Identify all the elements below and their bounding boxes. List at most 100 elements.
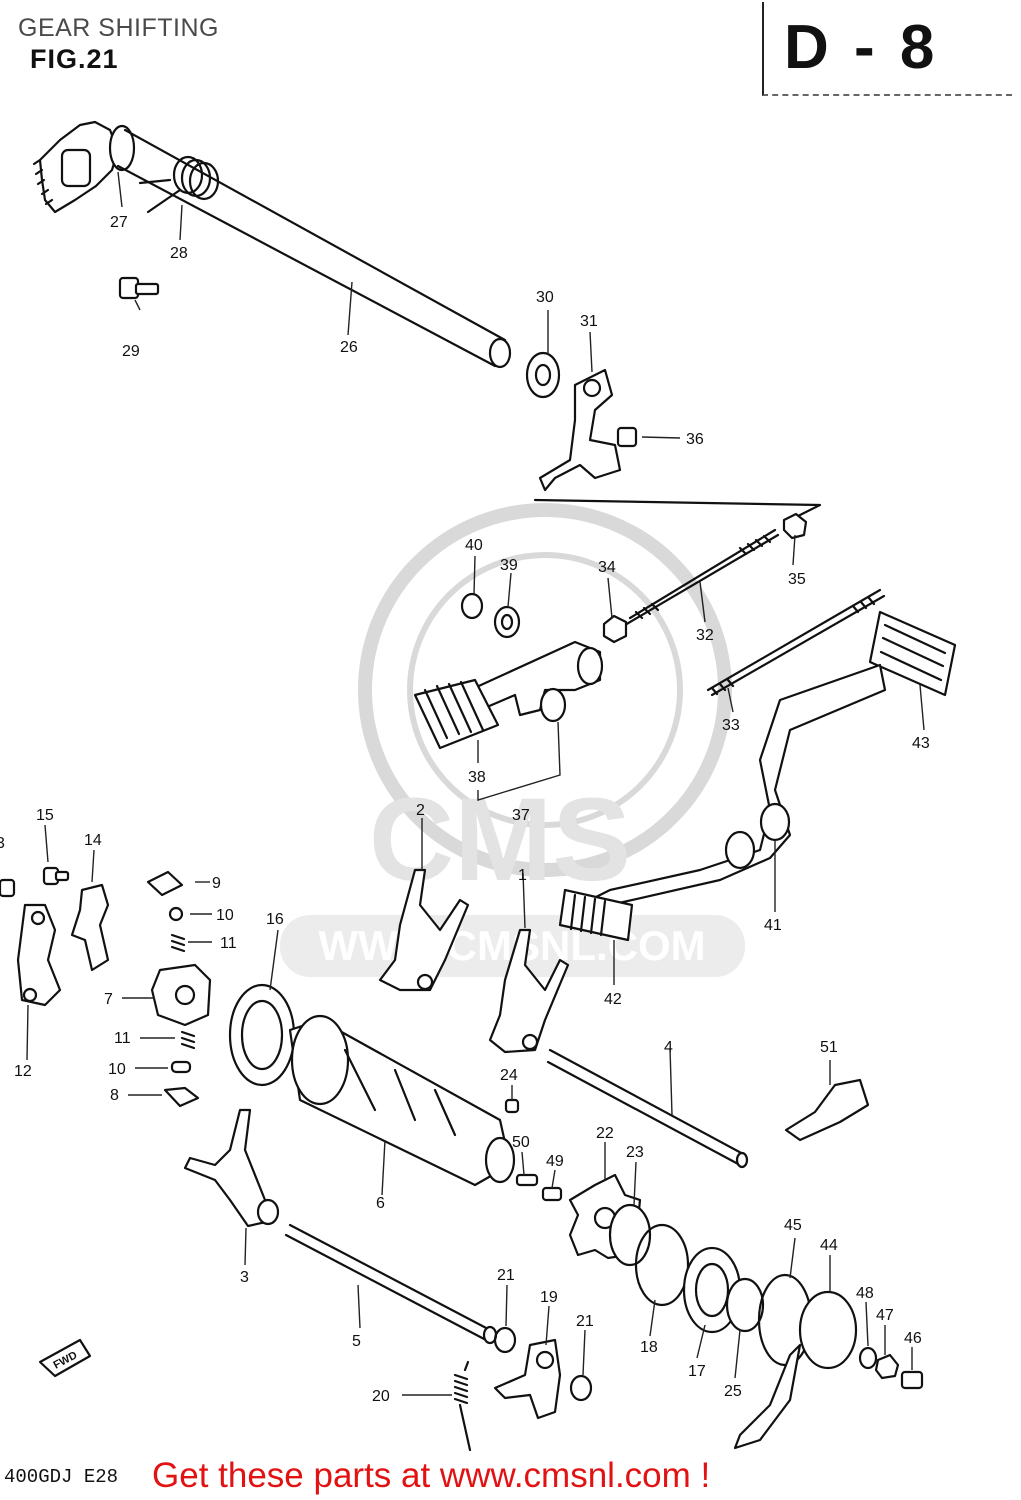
- part-43-brake-pedal[interactable]: [868, 610, 957, 697]
- part-48-washer[interactable]: [858, 1346, 878, 1370]
- part-11-spring[interactable]: [170, 933, 196, 1050]
- part-40-circlip[interactable]: [460, 592, 484, 620]
- page-code-box: [762, 2, 1012, 96]
- callout-10-upper: 10: [216, 907, 234, 924]
- callout-8: 8: [110, 1087, 119, 1104]
- callout-28: 28: [170, 245, 188, 262]
- part-37-gearshift-lever[interactable]: [468, 640, 604, 723]
- part-50-pin[interactable]: [515, 1173, 539, 1187]
- part-44-housing[interactable]: [733, 1290, 858, 1450]
- callout-49: 49: [546, 1153, 564, 1170]
- part-25-oil-seal[interactable]: [725, 1277, 765, 1333]
- callout-51: 51: [820, 1039, 838, 1056]
- model-code: 400GDJ E28: [4, 1466, 119, 1488]
- part-14-cam-stopper[interactable]: [70, 883, 110, 972]
- part-38-lever-rubber[interactable]: [413, 678, 500, 750]
- part-49-pin[interactable]: [541, 1186, 563, 1202]
- callout-35: 35: [788, 571, 806, 588]
- callout-27: 27: [110, 214, 128, 231]
- forward-arrow-icon: FWD: [38, 1338, 92, 1378]
- part-27-shift-arm[interactable]: [32, 120, 136, 214]
- part-3-screw[interactable]: [0, 878, 16, 898]
- page-code: D - 8: [784, 13, 939, 82]
- part-39-washer[interactable]: [493, 605, 521, 639]
- callout-labels: 27 28 29 26 30 31 36 40 39 34 32 35 33 4…: [0, 214, 930, 1405]
- callout-18: 18: [640, 1339, 658, 1356]
- callout-44: 44: [820, 1237, 838, 1254]
- part-46-bolt[interactable]: [900, 1370, 924, 1390]
- callout-5: 5: [352, 1333, 361, 1350]
- callout-20: 20: [372, 1388, 390, 1405]
- promo-link[interactable]: Get these parts at www.cmsnl.com !: [152, 1456, 711, 1495]
- figure-number: FIG.21: [30, 44, 119, 74]
- callout-32: 32: [696, 627, 714, 644]
- part-15-screw[interactable]: [42, 866, 70, 886]
- callout-4: 4: [664, 1039, 673, 1056]
- part-12-stopper-plate[interactable]: [16, 903, 62, 1007]
- part-47-nut[interactable]: [874, 1353, 900, 1380]
- callout-50: 50: [512, 1134, 530, 1151]
- part-32-shift-rod[interactable]: [623, 528, 780, 627]
- callout-31: 31: [580, 313, 598, 330]
- part-36-bolt[interactable]: [616, 426, 638, 448]
- callout-15: 15: [36, 807, 54, 824]
- part-23-collar[interactable]: [608, 1203, 652, 1267]
- callout-45: 45: [784, 1217, 802, 1234]
- callout-34: 34: [598, 559, 616, 576]
- callout-11-lower: 11: [114, 1030, 131, 1047]
- part-41-brake-lever[interactable]: [573, 663, 887, 917]
- part-31-gearshift-arm[interactable]: [538, 368, 622, 492]
- assembly-bracket-line: [533, 498, 822, 522]
- callout-38: 38: [468, 769, 486, 786]
- callout-10-lower: 10: [108, 1061, 126, 1078]
- part-42-pedal-rubber[interactable]: [558, 888, 634, 942]
- callout-17: 17: [688, 1363, 706, 1380]
- part-4-fork-shaft[interactable]: [546, 1048, 749, 1169]
- part-34-nut[interactable]: [602, 614, 628, 644]
- part-20-spring[interactable]: [453, 1360, 472, 1452]
- callout-41: 41: [764, 917, 782, 934]
- part-51-bracket[interactable]: [784, 1078, 870, 1142]
- part-5-fork-shaft[interactable]: [284, 1223, 498, 1345]
- part-9-plate[interactable]: [146, 870, 184, 897]
- callout-29: 29: [122, 343, 140, 360]
- part-3-shift-fork[interactable]: [183, 1108, 280, 1228]
- part-21-circlip[interactable]: [493, 1326, 593, 1402]
- callout-3: 3: [240, 1269, 249, 1286]
- part-6-gearshift-cam[interactable]: [288, 1014, 516, 1187]
- callout-36: 36: [686, 431, 704, 448]
- part-19-pawl[interactable]: [493, 1338, 562, 1420]
- callout-40: 40: [465, 537, 483, 554]
- callout-43: 43: [912, 735, 930, 752]
- part-8-pin[interactable]: [163, 1086, 200, 1108]
- callout-6: 6: [376, 1195, 385, 1212]
- callout-22: 22: [596, 1125, 614, 1142]
- callout-23: 23: [626, 1144, 644, 1161]
- part-2-shift-fork[interactable]: [378, 868, 470, 992]
- part-28-return-spring[interactable]: [138, 155, 220, 214]
- callout-2: 2: [416, 802, 425, 819]
- part-1-shift-fork[interactable]: [488, 928, 570, 1054]
- callout-16: 16: [266, 911, 284, 928]
- callout-7: 7: [104, 991, 113, 1008]
- part-16-bearing[interactable]: [228, 983, 296, 1087]
- callout-48: 48: [856, 1285, 874, 1302]
- callout-19: 19: [540, 1289, 558, 1306]
- part-26-shift-shaft[interactable]: [116, 128, 512, 369]
- callout-12: 12: [14, 1063, 32, 1080]
- callout-24: 24: [500, 1067, 518, 1084]
- part-35-nut[interactable]: [782, 512, 808, 540]
- page-title: GEAR SHIFTING: [18, 14, 219, 42]
- part-10-pin[interactable]: [168, 906, 192, 1074]
- part-30-oil-seal[interactable]: [525, 351, 561, 399]
- callout-26: 26: [340, 339, 358, 356]
- part-24-pin[interactable]: [504, 1098, 520, 1114]
- callout-25: 25: [724, 1383, 742, 1400]
- callout-1: 1: [518, 867, 527, 884]
- part-33-brake-rod[interactable]: [706, 588, 886, 697]
- part-18-circlip[interactable]: [634, 1223, 690, 1307]
- part-7-cam-driven-gear[interactable]: [150, 963, 212, 1027]
- part-29-stopper-bolt[interactable]: [118, 276, 160, 300]
